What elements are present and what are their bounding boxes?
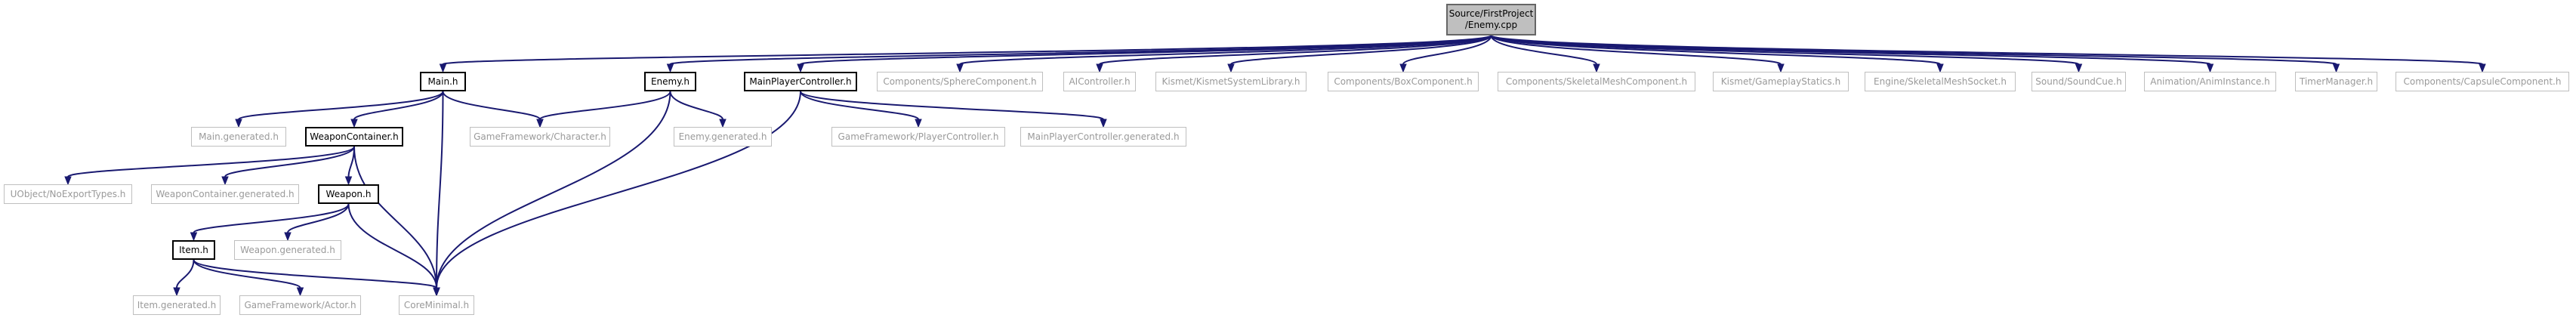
arrowhead-enemy_cpp-to-skeletal_mesh_component_h	[1593, 63, 1600, 73]
arrowhead-weapon_h-to-item_h	[190, 232, 198, 242]
node-weapon-generated-h: Weapon.generated.h	[234, 240, 341, 260]
arrowhead-enemy_h-to-character_h	[536, 119, 544, 128]
edge-enemy_cpp-to-ai_controller_h	[1099, 35, 1492, 65]
node-sound-cue-h: Sound/SoundCue.h	[2031, 72, 2126, 91]
node-capsule-component-h: Components/CapsuleComponent.h	[2396, 72, 2569, 91]
arrowhead-enemy_cpp-to-ai_controller_h	[1096, 63, 1103, 73]
node-no-export-types-h: UObject/NoExportTypes.h	[4, 184, 132, 204]
arrowhead-enemy_cpp-to-enemy_h	[666, 63, 674, 73]
edge-main_h-to-weapon_container_h	[353, 91, 444, 120]
edge-enemy_cpp-to-timer_manager_h	[1490, 35, 2337, 65]
node-weapon-container-generated-h: WeaponContainer.generated.h	[151, 184, 299, 204]
arrowhead-main_h-to-weapon_container_h	[350, 119, 358, 128]
arrowhead-weapon_container_h-to-no_export_types_h	[64, 176, 72, 186]
edge-item_h-to-actor_h	[193, 259, 301, 289]
edge-enemy_cpp-to-skeletal_mesh_component_h	[1490, 35, 1597, 65]
node-main-player-controller-h[interactable]: MainPlayerController.h	[744, 72, 857, 91]
edge-main_h-to-main_generated_h	[238, 91, 444, 120]
node-enemy-h[interactable]: Enemy.h	[644, 72, 696, 91]
node-skeletal-mesh-component-h: Components/SkeletalMeshComponent.h	[1498, 72, 1695, 91]
edge-enemy_cpp-to-capsule_component_h	[1490, 35, 2483, 65]
arrowhead-enemy_cpp-to-timer_manager_h	[2332, 63, 2340, 73]
arrowhead-item_h-to-item_generated_h	[173, 287, 180, 297]
node-anim-instance-h: Animation/AnimInstance.h	[2144, 72, 2276, 91]
arrowhead-enemy_h-to-enemy_generated_h	[719, 119, 727, 128]
node-weapon-h[interactable]: Weapon.h	[318, 184, 379, 204]
arrowhead-weapon_container_h-to-weapon_h	[344, 176, 353, 186]
arrowhead-main_player_controller_h-to-main_player_controller_generated_h	[1100, 119, 1107, 128]
node-enemy-cpp: Source/FirstProject /Enemy.cpp	[1446, 4, 1536, 35]
edge-enemy_cpp-to-box_component_h	[1402, 35, 1492, 65]
edge-enemy_h-to-enemy_generated_h	[669, 91, 723, 120]
arrowhead-item_h-to-core_minimal_h	[433, 287, 440, 297]
node-kismet-system-library-h: Kismet/KismetSystemLibrary.h	[1155, 72, 1307, 91]
arrowhead-enemy_cpp-to-kismet_system_library_h	[1227, 63, 1235, 73]
edge-main_h-to-core_minimal_h	[436, 91, 444, 289]
node-box-component-h: Components/BoxComponent.h	[1328, 72, 1479, 91]
arrowhead-enemy_cpp-to-capsule_component_h	[2479, 63, 2486, 73]
edge-weapon_container_h-to-core_minimal_h	[353, 146, 437, 289]
edge-main_player_controller_h-to-main_player_controller_generated_h	[800, 91, 1104, 120]
edge-enemy_cpp-to-main_h	[442, 35, 1492, 65]
arrowhead-enemy_cpp-to-gameplay_statics_h	[1777, 63, 1785, 73]
edge-main_player_controller_h-to-core_minimal_h	[436, 91, 801, 289]
node-skeletal-mesh-socket-h: Engine/SkeletalMeshSocket.h	[1865, 72, 2016, 91]
node-character-h: GameFramework/Character.h	[470, 127, 610, 147]
edge-enemy_cpp-to-kismet_system_library_h	[1230, 35, 1492, 65]
arrowhead-main_h-to-main_generated_h	[235, 119, 242, 128]
arrowhead-enemy_cpp-to-box_component_h	[1399, 63, 1407, 73]
edge-enemy_cpp-to-gameplay_statics_h	[1490, 35, 1782, 65]
node-item-h[interactable]: Item.h	[172, 240, 215, 260]
edge-weapon_h-to-weapon_generated_h	[287, 203, 350, 233]
edge-enemy_cpp-to-main_player_controller_h	[800, 35, 1492, 65]
arrowhead-item_h-to-actor_h	[296, 287, 304, 297]
node-enemy-cpp-line-2: /Enemy.cpp	[1464, 20, 1518, 30]
edge-enemy_cpp-to-sphere_component_h	[959, 35, 1492, 65]
edge-enemy_h-to-core_minimal_h	[436, 91, 671, 289]
arrowhead-enemy_cpp-to-skeletal_mesh_socket_h	[1936, 63, 1944, 73]
node-enemy-generated-h: Enemy.generated.h	[674, 127, 772, 147]
node-main-h[interactable]: Main.h	[420, 72, 466, 91]
arrowhead-enemy_cpp-to-anim_instance_h	[2206, 63, 2214, 73]
node-item-generated-h: Item.generated.h	[133, 295, 221, 315]
node-main-player-controller-generated-h: MainPlayerController.generated.h	[1020, 127, 1186, 147]
arrowhead-enemy_cpp-to-main_h	[439, 63, 447, 73]
arrowhead-weapon_container_h-to-weapon_container_generated_h	[221, 176, 229, 186]
node-weapon-container-h[interactable]: WeaponContainer.h	[305, 127, 403, 147]
arrowhead-enemy_cpp-to-sound_cue_h	[2075, 63, 2083, 73]
edge-item_h-to-core_minimal_h	[193, 259, 437, 289]
edge-weapon_container_h-to-no_export_types_h	[67, 146, 355, 177]
arrowhead-enemy_cpp-to-sphere_component_h	[956, 63, 964, 73]
node-core-minimal-h: CoreMinimal.h	[399, 295, 474, 315]
arrowhead-weapon_h-to-weapon_generated_h	[284, 232, 292, 242]
node-sphere-component-h: Components/SphereComponent.h	[877, 72, 1043, 91]
edge-main_player_controller_h-to-player_controller_h	[800, 91, 919, 120]
arrowhead-enemy_cpp-to-main_player_controller_h	[797, 63, 804, 73]
edge-weapon_container_h-to-weapon_container_generated_h	[224, 146, 355, 177]
node-enemy-cpp-line-1: Source/FirstProject	[1448, 8, 1534, 19]
edge-main_h-to-character_h	[442, 91, 541, 120]
node-ai-controller-h: AIController.h	[1063, 72, 1136, 91]
node-timer-manager-h: TimerManager.h	[2295, 72, 2377, 91]
node-player-controller-h: GameFramework/PlayerController.h	[831, 127, 1005, 147]
arrowhead-main_player_controller_h-to-player_controller_h	[915, 119, 922, 128]
node-main-generated-h: Main.generated.h	[191, 127, 286, 147]
edge-enemy_cpp-to-skeletal_mesh_socket_h	[1490, 35, 1941, 65]
edge-weapon_h-to-item_h	[193, 203, 350, 233]
edge-weapon_h-to-core_minimal_h	[347, 203, 437, 289]
edge-item_h-to-item_generated_h	[176, 259, 195, 289]
edge-enemy_h-to-character_h	[539, 91, 671, 120]
node-actor-h: GameFramework/Actor.h	[239, 295, 361, 315]
node-gameplay-statics-h: Kismet/GameplayStatics.h	[1713, 72, 1849, 91]
